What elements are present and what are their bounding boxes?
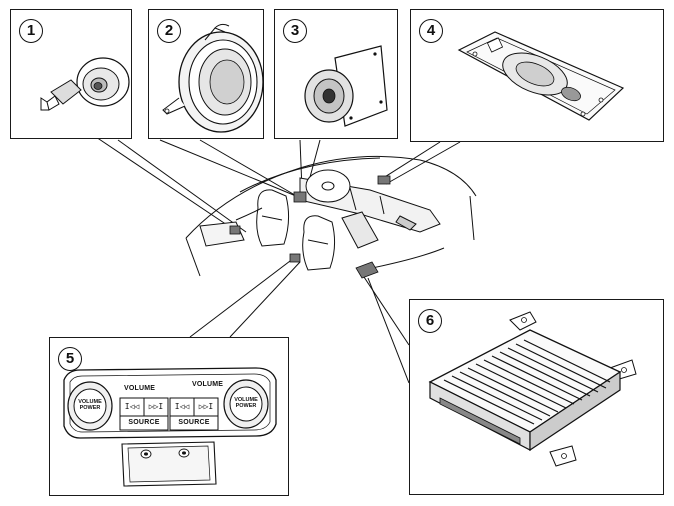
marker-control-panel xyxy=(289,253,301,263)
panel-door-speaker: 2 xyxy=(148,9,264,139)
volume-knob-right[interactable]: VOLUME POWER xyxy=(230,397,262,409)
knob-right-label-2: POWER xyxy=(235,403,257,409)
leader-line-5 xyxy=(189,257,295,338)
marker-amplifier xyxy=(355,261,379,279)
prev-track-button-left[interactable]: I◁◁ xyxy=(124,402,140,411)
callout-6: 6 xyxy=(418,309,442,333)
leader-line-4 xyxy=(379,141,441,181)
callout-1: 1 xyxy=(19,19,43,43)
volume-knob-left[interactable]: VOLUME POWER xyxy=(74,399,106,411)
marker-door-speaker xyxy=(293,191,307,203)
callout-2: 2 xyxy=(157,19,181,43)
panel-tweeter-speaker: 1 xyxy=(10,9,132,139)
control-unit-illustration xyxy=(63,367,277,487)
panel-center-speaker: 3 xyxy=(274,9,398,139)
knob-left-label-1: VOLUME xyxy=(78,399,102,405)
tweeter-speaker-illustration xyxy=(40,57,130,111)
next-track-button-left[interactable]: ▷▷I xyxy=(148,402,164,411)
leader-line-1 xyxy=(89,132,237,232)
leader-line-2 xyxy=(159,139,297,197)
prev-track-button-right[interactable]: I◁◁ xyxy=(174,402,190,411)
leader-line-6 xyxy=(361,273,410,346)
knob-right-label-1: VOLUME xyxy=(234,397,258,403)
center-speaker-illustration xyxy=(304,45,388,127)
callout-5: 5 xyxy=(58,347,82,371)
knob-left-label-2: POWER xyxy=(79,405,101,411)
door-speaker-illustration xyxy=(162,23,264,133)
marker-tweeter xyxy=(229,225,241,235)
volume-label-right: VOLUME xyxy=(192,381,224,388)
panel-amplifier: 6 xyxy=(409,299,664,495)
dashboard-speaker-illustration xyxy=(457,31,625,121)
marker-dash-speaker xyxy=(377,175,391,185)
callout-3: 3 xyxy=(283,19,307,43)
source-button-left[interactable]: SOURCE xyxy=(128,419,160,426)
callout-4: 4 xyxy=(419,19,443,43)
next-track-button-right[interactable]: ▷▷I xyxy=(198,402,214,411)
source-button-right[interactable]: SOURCE xyxy=(178,419,210,426)
amplifier-illustration xyxy=(428,311,637,467)
panel-dashboard-speaker: 4 xyxy=(410,9,664,142)
panel-rear-control-unit: 5 VOLUME VOLUME I◁◁ ▷▷I I◁◁ ▷▷I SOURCE S… xyxy=(49,337,289,496)
volume-label-left: VOLUME xyxy=(124,385,156,392)
